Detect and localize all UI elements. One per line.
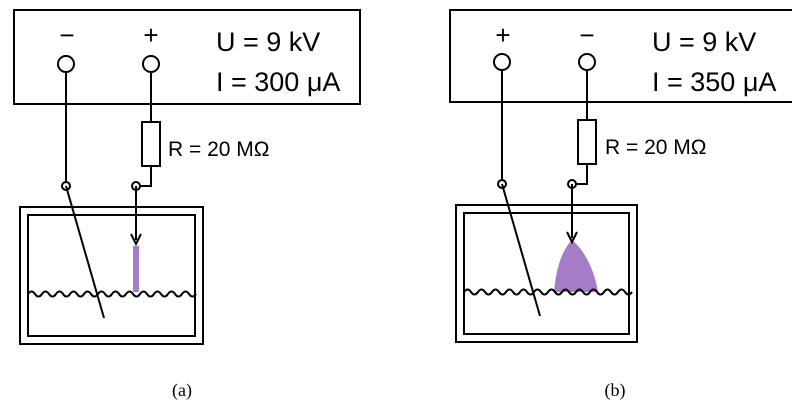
left-terminal-sign: +	[495, 20, 510, 50]
power-supply-box	[13, 9, 361, 105]
voltage-label: U = 9 kV	[216, 27, 320, 57]
power-supply-box	[449, 9, 792, 103]
right-terminal-sign: −	[579, 20, 594, 50]
right-terminal-sign: +	[143, 20, 158, 50]
left-electrode	[65, 185, 105, 319]
right-electrode-arrow	[566, 231, 578, 245]
plasma-discharge	[133, 246, 139, 292]
resistor-label: R = 20 MΩ	[168, 138, 269, 161]
right-terminal	[142, 55, 160, 73]
left-terminal	[493, 53, 511, 71]
resistor	[141, 121, 161, 167]
cell-inner	[463, 212, 630, 335]
caption-a: (a)	[172, 380, 192, 401]
left-terminal	[57, 55, 75, 73]
current-label: I = 350 μA	[652, 67, 776, 97]
panel-a: − + U = 9 kV I = 300 μA R = 20 MΩ (a)	[13, 9, 361, 401]
plasma-discharge	[554, 240, 598, 292]
voltage-label: U = 9 kV	[652, 27, 756, 57]
water-surface	[27, 290, 197, 298]
caption-b: (b)	[605, 380, 626, 401]
right-electrode-arrow	[130, 233, 142, 247]
water-surface	[463, 288, 633, 296]
panel-b: + − U = 9 kV I = 350 μA R = 20 MΩ (b)	[449, 9, 792, 401]
right-terminal	[578, 53, 596, 71]
left-terminal-sign: −	[59, 20, 74, 50]
cell-inner	[27, 214, 196, 337]
current-label: I = 300 μA	[216, 67, 340, 97]
resistor	[577, 119, 597, 165]
left-electrode	[501, 183, 541, 317]
resistor-label: R = 20 MΩ	[605, 136, 706, 159]
